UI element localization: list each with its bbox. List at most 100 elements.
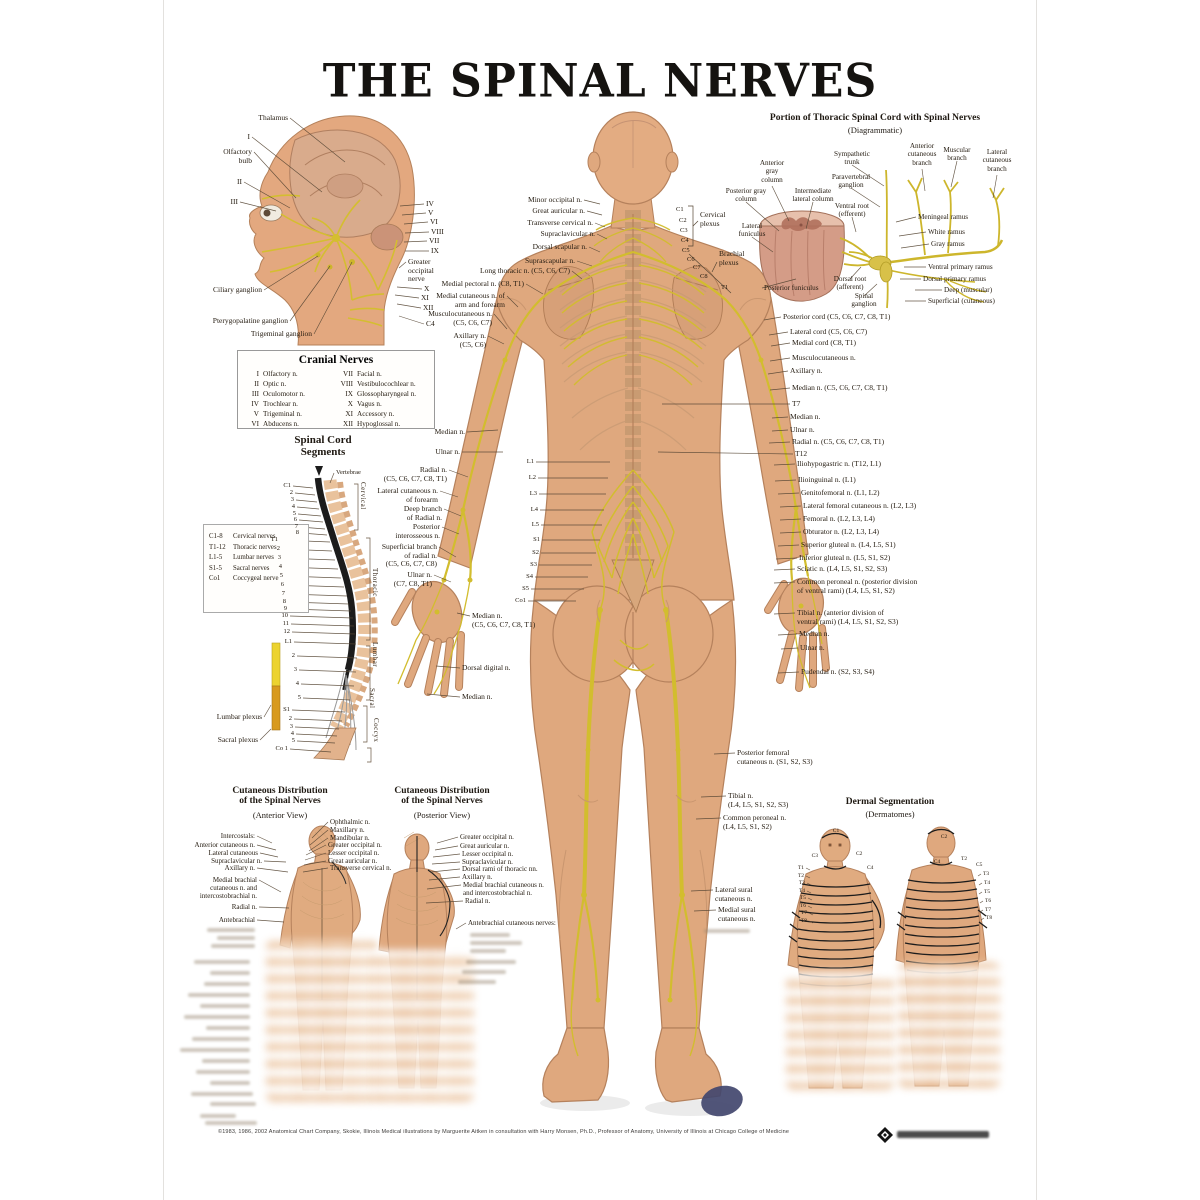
central-right-labels-item: Median n. xyxy=(790,412,821,421)
central-right-labels-item: Ulnar n. xyxy=(790,425,815,434)
cord-segment-level-labels-item: 5 xyxy=(292,510,296,517)
central-right-labels-item: T7 xyxy=(792,399,801,408)
illegible-text-bar xyxy=(207,928,255,932)
cord-segment-plexus-labels-item: Sacral plexus xyxy=(217,735,258,744)
head-labels-item: I xyxy=(247,132,251,141)
central-right-labels-item: Lateral femoral cutaneous n. (L2, L3) xyxy=(803,501,917,510)
cord-section-labels-item: Deep (muscular) xyxy=(944,286,993,294)
dermatome-front-blur-patch xyxy=(786,972,894,1090)
dermatomes-subtitle: (Dermatomes) xyxy=(865,809,915,819)
illegible-text-bar xyxy=(191,1092,253,1096)
cord-section-labels-item: Ventral primary ramus xyxy=(928,263,993,271)
cord-section-labels-item: White ramus xyxy=(928,228,965,236)
dermatome-front-labels-item: C3 xyxy=(811,853,818,859)
poster-right-edge xyxy=(1036,0,1037,1200)
poster-left-edge xyxy=(163,0,164,1200)
dermatome-front-labels-item: T3 xyxy=(798,880,805,886)
central-right-labels-item: Tibial n. (anterior division of ventral … xyxy=(797,608,899,626)
central-left-labels-item: Supraclavicular n. xyxy=(540,229,595,238)
cord-segment-level-labels-item: L1 xyxy=(284,638,292,645)
central-right-labels-item: Axillary n. xyxy=(790,366,823,375)
cord-segment-level-labels-item: 4 xyxy=(278,563,282,570)
central-left-labels-item: Medial pectoral n. (C8, T1) xyxy=(441,279,524,288)
illegible-text-bar xyxy=(470,933,510,937)
cord-segment-level-labels-item: 4 xyxy=(291,503,295,510)
posterior-view-labels-item: Radial n. xyxy=(465,897,491,905)
central-plexus-labels-item: Brachial plexus xyxy=(719,249,745,267)
cord-segment-level-labels-item: 12 xyxy=(283,628,291,635)
central-left-labels-item: Median n. (C5, C6, C7, C8, T1) xyxy=(472,611,536,629)
cord-segment-level-labels-item: 8 xyxy=(295,529,299,536)
copyright-line: ©1983, 1986, 2002 Anatomical Chart Compa… xyxy=(218,1129,790,1135)
posterior-figure-blur-patch xyxy=(372,950,474,1102)
central-cervical-level-labels-item: T1 xyxy=(721,284,729,291)
anterior-view-left-labels-item: Anterior cutaneous n. xyxy=(194,841,255,849)
cord-segment-level-labels-item: S1 xyxy=(283,706,290,713)
central-left-labels-item: Deep branch of Radial n. xyxy=(403,504,442,522)
anterior-view-left-labels-item: Antebrachial xyxy=(218,916,255,924)
cord-segment-level-labels-item: 3 xyxy=(290,496,294,503)
illegible-text-bar xyxy=(205,1121,257,1125)
anterior-view-title: Cutaneous Distribution of the Spinal Ner… xyxy=(232,786,328,806)
illegible-text-bar xyxy=(202,1059,250,1063)
cord-segment-level-labels-item: 4 xyxy=(295,680,299,687)
illegible-text-bar xyxy=(211,944,255,948)
cord-segment-region-labels-item: Cervical xyxy=(359,482,368,510)
cord-segments-illustration xyxy=(271,466,378,763)
head-labels-item: X xyxy=(424,284,430,293)
central-cervical-level-labels-item: C5 xyxy=(682,247,690,254)
central-right-labels-item: Sciatic n. (L4, L5, S1, S2, S3) xyxy=(797,564,888,573)
central-lumbosacral-level-labels-item: L5 xyxy=(531,521,539,528)
dermatome-back-blur-patch xyxy=(898,962,1000,1088)
dermatomes-title: Dermal Segmentation xyxy=(845,797,935,807)
central-right-labels-item: Medial sural cutaneous n. xyxy=(718,905,756,923)
head-labels-item: XII xyxy=(423,303,434,312)
dermatome-back-labels-item: T2 xyxy=(961,856,968,862)
head-labels-item: Ciliary ganglion xyxy=(213,285,262,294)
cord-section-title: Portion of Thoracic Spinal Cord with Spi… xyxy=(769,113,981,123)
posterior-view-labels-item: Supraclavicular n. xyxy=(462,858,513,866)
dermatome-front-labels-item: T7 xyxy=(800,910,807,916)
cord-segment-level-labels-item: 9 xyxy=(283,605,287,612)
central-left-labels-item: Superficial branch of radial n. (C5, C6,… xyxy=(381,542,437,569)
cranial-nerves-title: Cranial Nerves xyxy=(298,354,374,366)
cord-segment-level-labels-item: 2 xyxy=(276,545,280,552)
dermatome-front-labels-item: T6 xyxy=(799,903,806,909)
dermatome-back-labels-item: C2 xyxy=(940,834,948,840)
dermatome-front-labels-item: T2 xyxy=(797,873,804,879)
dermatome-front-labels-item: T4 xyxy=(798,888,805,894)
cord-segment-level-labels-item: 3 xyxy=(277,554,281,561)
illegible-text-bar xyxy=(458,980,496,984)
dermatome-front-labels-item: C1 xyxy=(832,828,840,834)
illegible-text-bar xyxy=(704,929,750,933)
cord-segment-region-labels-item: Sacral xyxy=(368,688,377,709)
cord-segment-region-labels-item: Lumbar xyxy=(371,642,380,668)
central-right-labels-item: Medial cord (C8, T1) xyxy=(792,338,857,347)
central-cervical-level-labels-item: C6 xyxy=(687,256,695,263)
cord-segment-level-labels-item: 2 xyxy=(289,489,293,496)
cord-segment-level-labels-item: 3 xyxy=(289,723,293,730)
cord-segment-level-labels-item: 2 xyxy=(288,715,292,722)
anterior-figure-blur-patch xyxy=(266,940,378,1102)
illegible-text-bar xyxy=(210,1081,250,1085)
dermatome-back-labels-item: T8 xyxy=(986,915,993,921)
dermatome-back-labels-item: T6 xyxy=(985,898,992,904)
